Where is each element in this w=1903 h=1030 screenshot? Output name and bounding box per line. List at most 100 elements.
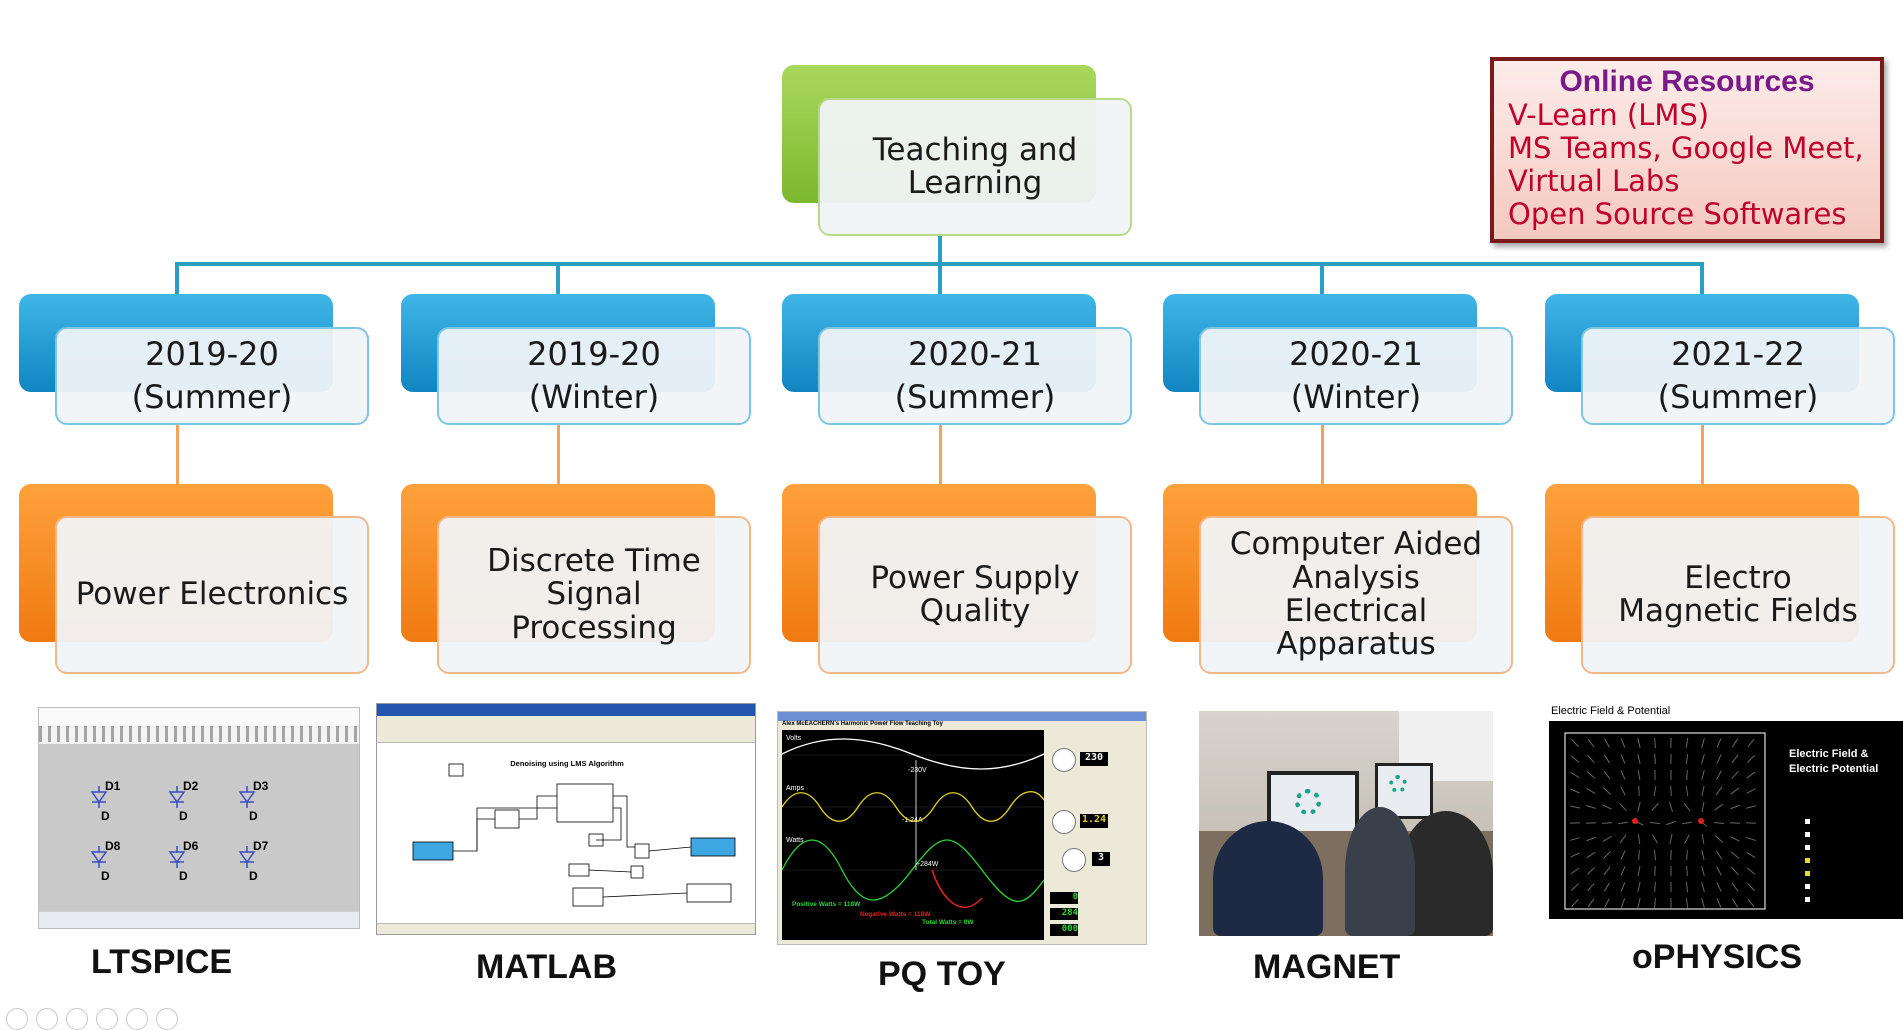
semester-node-2: 2019-20(Winter) (437, 327, 751, 425)
branch-drop-1 (175, 262, 179, 294)
matlab-model-title: Denoising using LMS Algorithm (510, 759, 624, 768)
semester-year-3: 2020-21 (895, 333, 1056, 376)
branch-drop-5 (1700, 262, 1704, 294)
course-connector-3 (939, 424, 942, 484)
semester-node-3: 2020-21(Summer) (818, 327, 1132, 425)
photo-motor-graphic (1389, 775, 1407, 793)
photo-person (1345, 807, 1415, 936)
diode-node-label: D (179, 869, 188, 883)
matlab-model-canvas: Denoising using LMS Algorithm (377, 744, 755, 924)
pqtoy-amps-label: Amps (786, 785, 804, 792)
diode-node-label: D (101, 869, 110, 883)
semester-year-2: 2019-20 (527, 333, 661, 376)
semester-node-4: 2020-21(Winter) (1199, 327, 1513, 425)
semester-node-5: 2021-22(Summer) (1581, 327, 1895, 425)
diode-node-label: D (249, 869, 258, 883)
photo-person (1213, 821, 1323, 936)
pqtoy-power-value: +284W (916, 861, 939, 868)
matlab-menubar (377, 716, 755, 728)
ltspice-titlebar (39, 708, 359, 727)
semester-term-2: (Winter) (527, 376, 661, 419)
ophysics-screenshot: Electric Field & Potential Electric Fiel… (1549, 705, 1903, 920)
online-resources-title: Online Resources (1508, 65, 1866, 99)
pqtoy-watts-label: Watts (786, 837, 804, 844)
field-vector (1687, 770, 1688, 780)
field-vector (1602, 823, 1612, 824)
semester-term-4: (Winter) (1289, 376, 1423, 419)
pqtoy-readout: 3 (1092, 852, 1110, 866)
branch-drop-3 (938, 262, 942, 294)
pqtoy-readout: 000 (1050, 924, 1078, 936)
pqtoy-knob[interactable] (1052, 810, 1076, 834)
pqtoy-total-watts: Total Watts = 0W (922, 919, 974, 926)
semester-term-3: (Summer) (895, 376, 1056, 419)
pqtoy-knob[interactable] (1062, 848, 1086, 872)
course-connector-2 (557, 424, 560, 484)
diode-node-label: D (101, 809, 110, 823)
ltspice-schematic: D1 D2 D3 D8 D6 D7 D D D D D D (39, 744, 359, 912)
course-node-1: Power Electronics (55, 516, 369, 674)
diode-label-3: D3 (253, 779, 269, 793)
pqtoy-readout: 230 (1080, 752, 1108, 766)
semester-node-1: 2019-20(Summer) (55, 327, 369, 425)
course-connector-1 (176, 424, 179, 484)
course-node-4: Computer Aided Analysis Electrical Appar… (1199, 516, 1513, 674)
field-vector (1730, 823, 1740, 824)
semester-term-5: (Summer) (1658, 376, 1819, 419)
tool-label-ltspice: LTSPICE (91, 943, 232, 982)
matlab-titlebar (377, 704, 755, 716)
course-node-5: Electro Magnetic Fields (1581, 516, 1895, 674)
pqtoy-readout: 0 (1050, 892, 1078, 904)
diode-node-label: D (249, 809, 258, 823)
course-label-3: Power Supply Quality (860, 562, 1090, 629)
diode-node-label: D (179, 809, 188, 823)
tool-label-matlab: MATLAB (476, 948, 617, 987)
root-node: Teaching and Learning (818, 98, 1132, 236)
ophysics-title: Electric Field & Potential (1551, 705, 1670, 717)
pqtoy-voltage-value: -230V (908, 767, 927, 774)
semester-term-1: (Summer) (132, 376, 293, 419)
pqtoy-screenshot: Alex McEACHERN's Harmonic Power Flow Tea… (777, 711, 1147, 945)
diode-label-6: D7 (253, 839, 269, 853)
diode-label-1: D1 (105, 779, 121, 793)
course-node-2: Discrete Time Signal Processing (437, 516, 751, 674)
tool-label-ophysics: oPHYSICS (1632, 938, 1802, 977)
branch-drop-4 (1320, 262, 1324, 294)
course-label-2: Discrete Time Signal Processing (463, 545, 725, 645)
field-vector (1671, 786, 1672, 796)
tool-label-pqtoy: PQ TOY (878, 955, 1006, 994)
course-label-1: Power Electronics (76, 578, 349, 611)
pqtoy-scope: Volts Amps Watts -230V -1.24A +284W Posi… (782, 730, 1044, 940)
online-resource-item: Open Source Softwares (1508, 198, 1866, 231)
course-connector-5 (1701, 424, 1704, 484)
matlab-screenshot: Denoising using LMS Algorithm (376, 703, 756, 935)
matlab-statusbar (377, 923, 755, 934)
pqtoy-knob[interactable] (1052, 748, 1076, 772)
ltspice-toolbar (39, 726, 359, 742)
diode-label-5: D6 (183, 839, 199, 853)
course-label-5: Electro Magnetic Fields (1618, 562, 1858, 629)
ophysics-panel-title: Electric Potential (1789, 763, 1878, 775)
pqtoy-volts-label: Volts (786, 735, 802, 742)
online-resource-item: MS Teams, Google Meet, (1508, 132, 1866, 165)
pqtoy-positive-watts: Positive Watts = 118W (792, 901, 861, 908)
online-resource-item: Virtual Labs (1508, 165, 1866, 198)
pqtoy-negative-watts: Negative Watts = 118W (860, 911, 931, 918)
diode-label-4: D8 (105, 839, 121, 853)
ophysics-canvas: Electric Field & Electric Potential (1549, 721, 1903, 919)
course-connector-4 (1321, 424, 1324, 484)
online-resources-box: Online Resources V-Learn (LMS) MS Teams,… (1490, 57, 1884, 243)
course-node-3: Power Supply Quality (818, 516, 1132, 674)
tool-label-magnet: MAGNET (1253, 948, 1400, 987)
matlab-toolbar (377, 728, 755, 743)
root-node-label: Teaching and Learning (865, 134, 1085, 201)
branch-drop-2 (556, 262, 560, 294)
semester-year-4: 2020-21 (1289, 333, 1423, 376)
pqtoy-header: Alex McEACHERN's Harmonic Power Flow Tea… (782, 721, 943, 727)
online-resource-item: V-Learn (LMS) (1508, 99, 1866, 132)
magnet-photo (1199, 711, 1493, 936)
pqtoy-readout: 1.24 (1080, 814, 1108, 828)
ophysics-panel-title: Electric Field & (1789, 748, 1869, 760)
pqtoy-readout: 284 (1050, 908, 1078, 920)
photo-motor-graphic (1295, 789, 1321, 815)
